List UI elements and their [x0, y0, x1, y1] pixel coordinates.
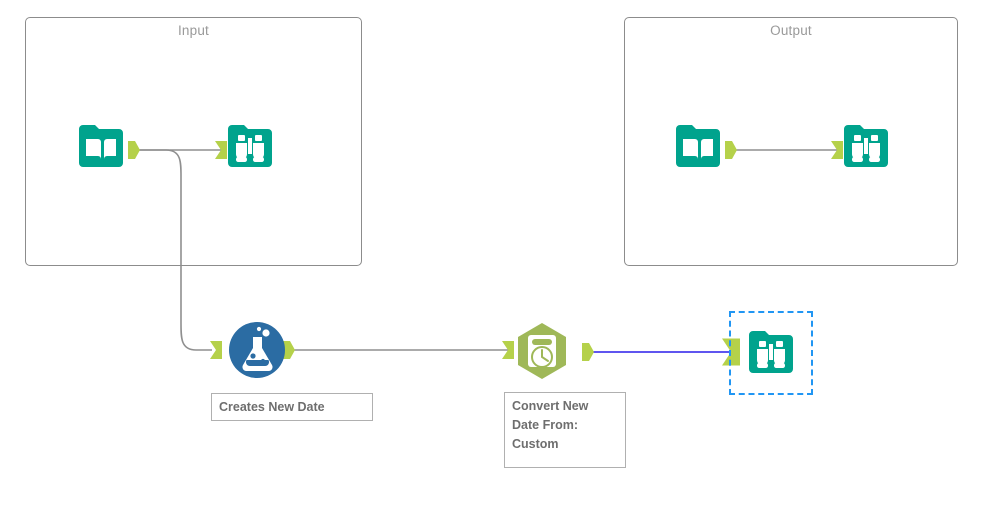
output-anchor-input-data-1[interactable] [128, 141, 140, 159]
datetime-icon [518, 323, 566, 379]
annotation-convert-new-date[interactable]: Convert New Date From: Custom [504, 392, 626, 468]
node-datetime-1[interactable] [511, 320, 573, 382]
node-input-data-1[interactable] [75, 121, 127, 173]
browse-icon [844, 125, 888, 167]
node-formula-1[interactable] [226, 319, 288, 381]
input-data-icon [79, 125, 123, 167]
annotation-creates-new-date[interactable]: Creates New Date [211, 393, 373, 421]
container-title-input: Input [177, 23, 210, 38]
input-anchor-browse-3[interactable] [722, 338, 740, 366]
input-data-icon [676, 125, 720, 167]
browse-icon [749, 331, 793, 373]
node-browse-1[interactable] [224, 121, 276, 173]
output-anchor-datetime-1[interactable] [582, 343, 594, 361]
input-anchor-datetime-1[interactable] [502, 341, 514, 359]
container-title-output: Output [770, 23, 812, 38]
formula-icon [229, 322, 285, 378]
input-anchor-browse-2[interactable] [831, 141, 843, 159]
node-input-data-2[interactable] [672, 121, 724, 173]
node-browse-2[interactable] [840, 121, 892, 173]
output-anchor-formula-1[interactable] [283, 341, 295, 359]
input-anchor-browse-1[interactable] [215, 141, 227, 159]
node-browse-3[interactable] [729, 311, 813, 395]
output-anchor-input-data-2[interactable] [725, 141, 737, 159]
input-anchor-formula-1[interactable] [210, 341, 222, 359]
browse-icon [228, 125, 272, 167]
